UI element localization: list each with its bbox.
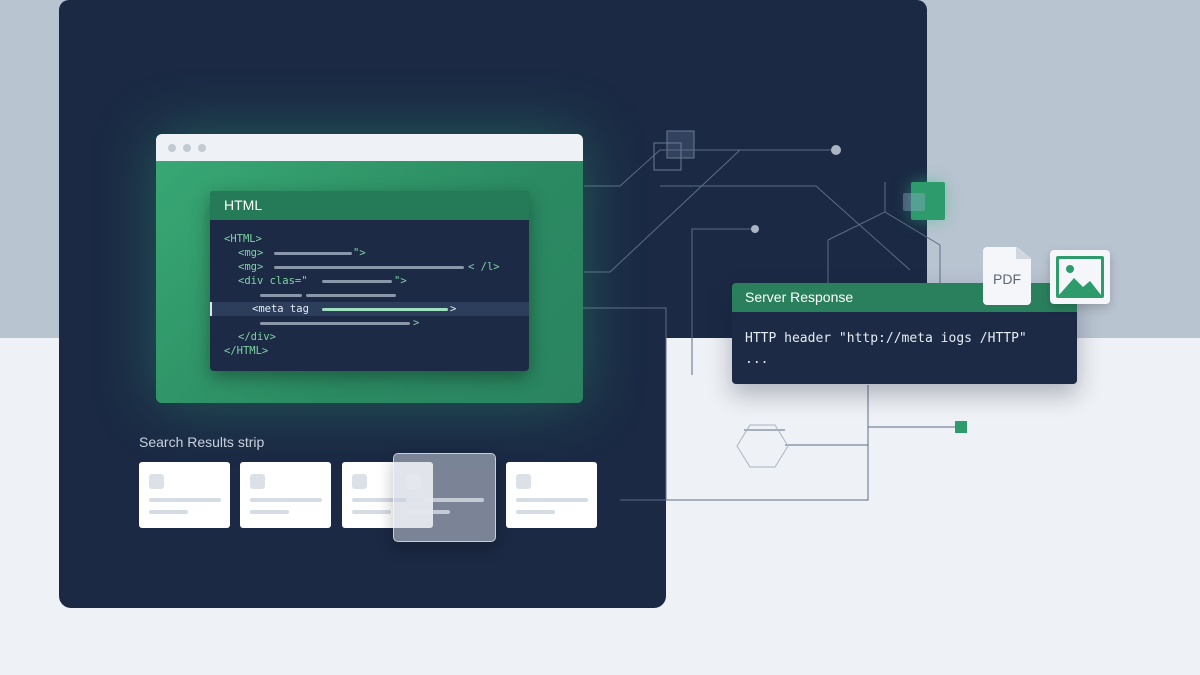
result-line <box>516 498 588 502</box>
html-code-panel: HTML <HTML> <mg> "> <mg> < /l> <div clas… <box>210 191 529 371</box>
result-line <box>516 510 555 514</box>
code-line: </HTML> <box>210 344 529 358</box>
glass-square-icon <box>903 193 925 211</box>
html-panel-title: HTML <box>210 191 529 220</box>
code-text: <mg> <box>238 247 264 259</box>
code-placeholder-bar <box>274 266 464 269</box>
code-text: <meta tag <box>252 303 309 315</box>
selected-result-card[interactable] <box>393 453 496 542</box>
window-dot-icon <box>168 143 176 152</box>
code-placeholder-bar <box>322 280 392 283</box>
code-text: > <box>413 317 420 329</box>
code-line: <HTML> <box>210 232 529 246</box>
server-response-line: HTTP header "http://meta iogs /HTTP" <box>745 331 1027 346</box>
search-result-card[interactable] <box>240 462 331 528</box>
code-placeholder-bar <box>322 308 448 311</box>
result-thumbnail <box>352 474 367 489</box>
search-results-label: Search Results strip <box>139 434 265 450</box>
code-line <box>210 288 529 302</box>
code-placeholder-bar <box>306 294 396 297</box>
code-text: <mg> <box>238 261 264 273</box>
window-dot-icon <box>183 143 191 152</box>
image-picture-icon <box>1056 256 1104 298</box>
server-response-body: HTTP header "http://meta iogs /HTTP" ... <box>732 312 1077 370</box>
code-line: <mg> "> <box>210 246 529 260</box>
search-result-card[interactable] <box>139 462 230 528</box>
code-text: "> <box>394 275 407 287</box>
code-text: </div> <box>238 331 276 343</box>
result-line <box>149 510 188 514</box>
search-result-card[interactable] <box>506 462 597 528</box>
result-thumbnail <box>516 474 531 489</box>
code-line: <div clas=" "> <box>210 274 529 288</box>
highlighted-code-line[interactable]: <meta tag > <box>210 302 529 316</box>
image-file-icon[interactable] <box>1050 250 1110 304</box>
window-dot-icon <box>198 143 206 152</box>
code-text: < /l> <box>468 261 500 273</box>
code-placeholder-bar <box>274 252 352 255</box>
code-placeholder-bar <box>260 294 302 297</box>
code-line: > <box>210 316 529 330</box>
result-thumbnail <box>149 474 164 489</box>
server-response-line: ... <box>745 352 769 367</box>
green-square-icon <box>911 182 945 220</box>
browser-title-bar <box>156 134 583 161</box>
result-line <box>250 498 322 502</box>
code-text: "> <box>353 247 366 259</box>
code-text: <div clas=" <box>238 275 308 287</box>
result-thumbnail <box>250 474 265 489</box>
result-line <box>406 510 450 514</box>
result-line <box>250 510 289 514</box>
result-line <box>406 498 484 502</box>
result-line <box>352 498 424 502</box>
code-text: > <box>450 303 457 315</box>
connector-node-icon <box>955 421 967 433</box>
code-line: <mg> < /l> <box>210 260 529 274</box>
code-line: </div> <box>210 330 529 344</box>
result-thumbnail <box>406 474 421 489</box>
result-line <box>149 498 221 502</box>
code-text: <HTML> <box>224 233 262 245</box>
code-placeholder-bar <box>260 322 410 325</box>
result-line <box>352 510 391 514</box>
code-block: <HTML> <mg> "> <mg> < /l> <div clas=" ">… <box>210 220 529 358</box>
code-text: </HTML> <box>224 345 269 357</box>
